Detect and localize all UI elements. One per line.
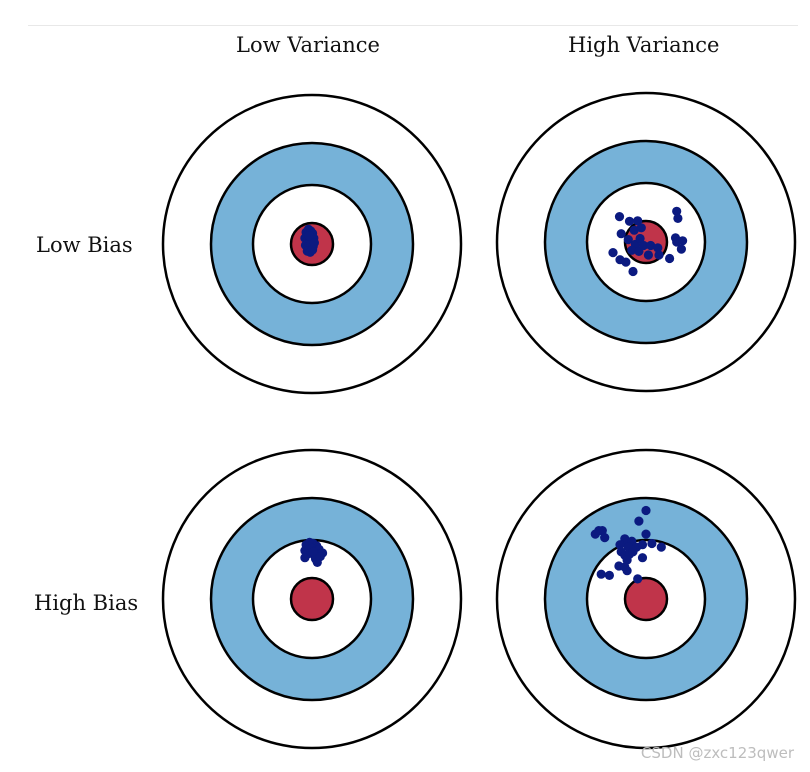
bullseye [623,576,669,622]
column-label-high-variance: High Variance [568,33,720,57]
shot-point [654,250,664,260]
target-high-bias-high-variance [495,448,797,750]
target-high-bias-low-variance [161,448,463,750]
shot-point [621,257,631,267]
shot-point [304,231,314,241]
shot-point [634,516,644,526]
shot-point [673,213,683,223]
shot-point [622,555,632,565]
shot-point [596,569,606,579]
shot-point [629,225,639,235]
shot-point [600,533,610,543]
shot-point [635,233,645,244]
shot-point [308,245,318,255]
top-divider [28,25,798,26]
column-label-low-variance: Low Variance [236,33,380,57]
shot-point [622,566,632,576]
shot-point [300,553,310,563]
shot-point [633,574,643,584]
shot-point [633,216,643,226]
shot-point [646,240,656,251]
row-label-high-bias: High Bias [34,591,139,615]
shot-point [643,250,653,260]
bullseye [289,576,335,622]
row-label-low-bias: Low Bias [36,233,133,257]
watermark: CSDN @zxc123qwer [640,744,794,762]
shot-point [676,244,686,254]
shot-point [309,238,319,248]
shot-point [590,529,600,539]
shot-point [678,236,688,246]
target-low-bias-low-variance [161,93,463,395]
shot-point [627,245,637,255]
shot-point [614,212,625,222]
shot-point [641,529,651,539]
target-low-bias-high-variance [495,91,797,393]
shot-point [615,540,625,550]
shot-point [608,248,618,258]
shot-point [641,505,651,516]
shot-point [623,235,633,245]
shot-point [624,216,635,226]
shot-point [665,253,675,264]
shot-point [639,240,649,251]
shot-point [604,570,614,580]
shot-point [647,538,657,549]
shot-point [308,547,318,557]
shot-point [312,557,322,567]
shot-point [672,206,682,216]
shot-point [628,547,638,557]
shot-point [637,553,648,563]
shot-point [628,266,638,277]
shot-point [636,223,646,233]
shot-point [653,243,663,253]
shot-point [616,229,626,239]
shot-point [637,540,648,550]
shot-point [656,542,666,552]
